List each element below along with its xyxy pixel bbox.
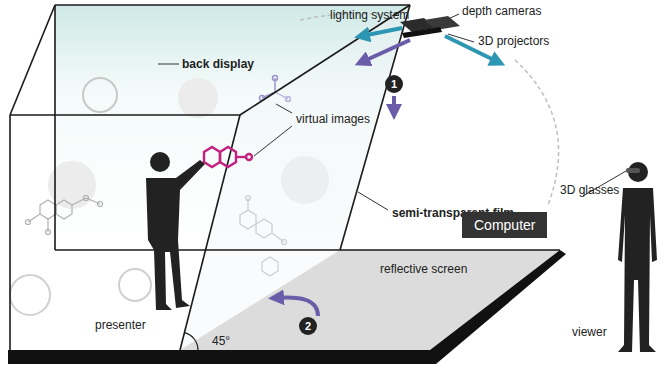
- base: [8, 250, 566, 364]
- light-arrows: [276, 28, 498, 316]
- deco-circle: [83, 78, 117, 112]
- part-label: lighting system: [330, 8, 409, 22]
- part-label: virtual images: [296, 112, 370, 126]
- callout-number: 2: [299, 319, 317, 333]
- deco-circle: [119, 269, 151, 301]
- callout-circle: [299, 317, 317, 335]
- deco-circle: [10, 275, 50, 315]
- projector-mount: [402, 27, 442, 38]
- viewer-figure: [618, 162, 657, 352]
- computer-box: Computer: [462, 212, 547, 238]
- part-label: presenter: [95, 318, 146, 332]
- node-text: Computer: [474, 217, 535, 233]
- virtual-image-molecule: [204, 147, 252, 167]
- molecule: [26, 196, 103, 235]
- part-label: reflective screen: [380, 262, 467, 276]
- 3d-glasses-icon: [626, 168, 640, 173]
- part-label: depth cameras: [462, 4, 541, 18]
- frame-edges: [10, 5, 560, 350]
- projection-arc: [515, 60, 559, 205]
- part-label: viewer: [572, 325, 607, 339]
- part-label: back display: [182, 57, 254, 71]
- deco-circle: [178, 78, 218, 118]
- presenter-figure: [146, 152, 205, 310]
- part-label: 3D glasses: [560, 183, 619, 197]
- leader-lines: [158, 14, 626, 210]
- part-label: 3D projectors: [478, 34, 549, 48]
- callout-number: 1: [385, 77, 403, 91]
- part-label: 45°: [212, 334, 230, 348]
- angle-arc: [185, 333, 199, 350]
- depth-camera: [424, 16, 460, 30]
- callout-circle: [385, 75, 403, 93]
